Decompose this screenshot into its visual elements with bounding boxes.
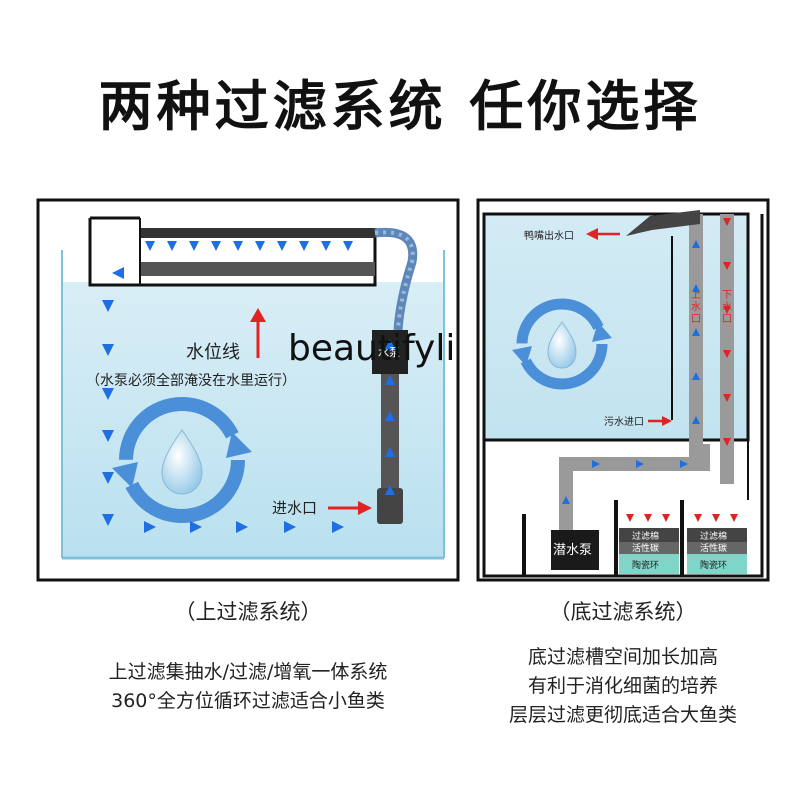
- desc-line: 360°全方位循环过滤适合小鱼类: [111, 690, 385, 712]
- flow-arrow: [236, 521, 248, 533]
- flow-arrow: [211, 241, 221, 251]
- top-filter-description: 上过滤集抽水/过滤/增氧一体系统 360°全方位循环过滤适合小鱼类: [38, 658, 458, 716]
- duckbill-outlet-label: 鸭嘴出水口: [524, 229, 574, 242]
- circulation-icon: [112, 397, 252, 523]
- flow-arrow: [112, 267, 124, 279]
- water-pump: [372, 330, 408, 524]
- vertical-label-char: 口: [691, 314, 701, 325]
- flow-arrow: [692, 284, 700, 292]
- flow-arrow: [592, 460, 600, 468]
- vertical-label-char: 上: [691, 289, 701, 301]
- flow-arrow: [102, 344, 114, 356]
- sewage-inlet-label: 污水进口: [604, 416, 644, 428]
- flow-arrow: [723, 438, 731, 446]
- filter-layer-label: 活性碳: [632, 542, 659, 554]
- flow-arrow: [723, 394, 731, 402]
- flow-arrow: [299, 241, 309, 251]
- flow-arrow: [723, 306, 731, 314]
- flow-arrow: [723, 350, 731, 358]
- top-filter-box: [88, 216, 377, 287]
- desc-line: 有利于消化细菌的培养: [527, 675, 718, 697]
- filter-layer-label: 活性碳: [700, 542, 727, 554]
- bottom-filter-caption: （底过滤系统）: [549, 600, 697, 624]
- submersible-pump-label: 潜水泵: [553, 543, 592, 558]
- flow-arrow: [680, 460, 688, 468]
- flow-arrow: [233, 241, 243, 251]
- flow-arrow: [277, 241, 287, 251]
- flow-arrow: [255, 241, 265, 251]
- flow-arrow: [385, 339, 395, 349]
- flow-arrow: [102, 514, 114, 526]
- desc-line: 上过滤集抽水/过滤/增氧一体系统: [108, 661, 388, 683]
- desc-line: 底过滤槽空间加长加高: [527, 646, 718, 668]
- vertical-label-char: 下: [722, 290, 732, 301]
- flow-arrow: [644, 514, 652, 522]
- flow-arrows: [102, 241, 395, 533]
- flow-arrow: [385, 375, 395, 385]
- flow-arrow: [385, 485, 395, 495]
- bottom-filter-description: 底过滤槽空间加长加高 有利于消化细菌的培养 层层过滤更彻底适合大鱼类: [470, 643, 776, 730]
- flow-arrow: [662, 514, 670, 522]
- vertical-label-char: 水: [722, 301, 732, 313]
- flow-arrow: [692, 328, 700, 336]
- flow-arrow: [712, 514, 720, 522]
- flow-arrow: [692, 372, 700, 380]
- top-filter-caption: （上过滤系统）: [174, 600, 322, 624]
- flow-arrow: [102, 388, 114, 400]
- submersible-pump: [551, 530, 599, 570]
- flow-arrow: [167, 241, 177, 251]
- flow-arrow: [321, 241, 331, 251]
- flow-arrow: [562, 496, 570, 504]
- sump-pipes: [559, 210, 734, 536]
- flow-arrow: [190, 521, 202, 533]
- filter-layer-label: 过滤棉: [700, 530, 727, 542]
- bottom-filter-panel: [476, 198, 770, 582]
- flow-arrow: [189, 241, 199, 251]
- flow-arrow: [730, 514, 738, 522]
- circulation-icon-right: [512, 298, 612, 390]
- flow-arrow: [102, 472, 114, 484]
- flow-arrow: [343, 241, 353, 251]
- flow-arrow: [332, 521, 344, 533]
- water-line-label: 水位线: [186, 342, 240, 363]
- pump-label: 水泵: [378, 346, 400, 359]
- flow-arrow: [723, 218, 731, 226]
- flow-arrows-right: [562, 218, 738, 522]
- flow-arrow: [102, 300, 114, 312]
- flow-arrow: [626, 514, 634, 522]
- desc-line: 层层过滤更彻底适合大鱼类: [508, 704, 737, 726]
- flow-arrow: [692, 416, 700, 424]
- page-title: 两种过滤系统 任你选择: [98, 75, 702, 138]
- flow-arrow: [385, 447, 395, 457]
- filter-layer-label: 陶瓷环: [700, 559, 727, 571]
- flow-arrow: [723, 262, 731, 270]
- flow-arrow: [694, 514, 702, 522]
- filter-media-left: [619, 528, 679, 574]
- vertical-label-char: 口: [722, 314, 732, 325]
- inlet-label: 进水口: [272, 499, 317, 517]
- vertical-label-char: 水: [691, 301, 701, 313]
- flow-arrow: [144, 521, 156, 533]
- flow-arrow: [385, 411, 395, 421]
- pump-note: （水泵必须全部淹没在水里运行）: [86, 372, 296, 389]
- watermark: beautifyli: [288, 328, 456, 369]
- filter-layer-label: 陶瓷环: [632, 559, 659, 571]
- filter-media-right: [687, 528, 747, 574]
- flow-arrow: [102, 430, 114, 442]
- flow-arrow: [145, 241, 155, 251]
- flow-arrow: [636, 460, 644, 468]
- filter-layer-label: 过滤棉: [632, 530, 659, 542]
- top-filter-panel: [36, 198, 460, 582]
- flow-arrow: [692, 240, 700, 248]
- flow-arrow: [284, 521, 296, 533]
